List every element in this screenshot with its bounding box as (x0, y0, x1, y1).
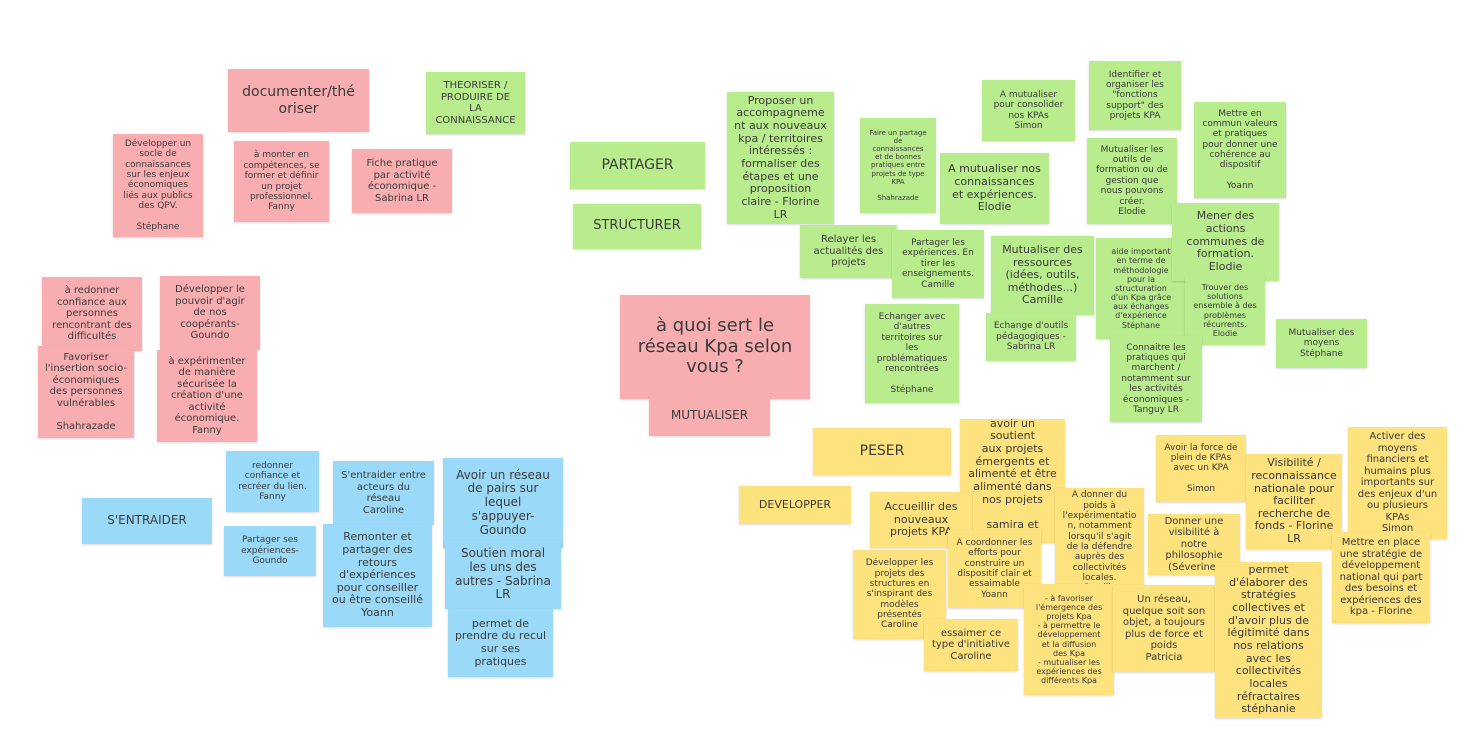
label-mutualiser[interactable]: MUTUALISER (649, 395, 770, 436)
label-developper[interactable]: DEVELOPPER (739, 486, 851, 524)
sticky-valeurs[interactable]: Mettre en commun valeurs et pratiques po… (1194, 102, 1286, 198)
sticky-philosophie[interactable]: Donner une visibilité à notre philosophi… (1148, 514, 1240, 575)
label-partager[interactable]: PARTAGER (570, 142, 705, 189)
sticky-echange-outils[interactable]: Echange d'outils pédagogiques - Sabrina … (986, 313, 1076, 361)
sticky-remonter[interactable]: Remonter et partager des retours d'expér… (323, 524, 432, 627)
sticky-partager-experiences[interactable]: Partager les expériences. En tirer les e… (892, 230, 984, 298)
sticky-outils[interactable]: Mutualiser les outils de formation ou de… (1087, 138, 1177, 224)
sticky-force[interactable]: Avoir la force de plein de KPAs avec un … (1156, 435, 1246, 502)
sticky-ressources[interactable]: Mutualiser des ressources (idées, outils… (991, 236, 1094, 315)
sticky-faire-partage[interactable]: Faire un partage de connaissances et de … (860, 118, 936, 213)
sticky-activer[interactable]: Activer des moyens financiers et humains… (1348, 427, 1447, 539)
sticky-aide[interactable]: aide important en terme de méthodologie … (1096, 238, 1186, 339)
sticky-proposer[interactable]: Proposer un accompagneme nt aux nouveaux… (727, 92, 834, 224)
sticky-connaissances[interactable]: A mutualiser nos connaissances et expéri… (940, 153, 1049, 224)
sticky-redonner-confiance[interactable]: à redonner confiance aux personnes renco… (42, 277, 142, 351)
sticky-formation[interactable]: Mener des actions communes de formation.… (1172, 203, 1279, 281)
sticky-competences[interactable]: à monter en compétences, se former et dé… (234, 141, 329, 222)
sticky-relayer[interactable]: Relayer les actualités des projets (800, 225, 897, 278)
sticky-poids[interactable]: A donner du poids à l'expérimentatio n, … (1055, 488, 1144, 596)
sticky-sentraider-acteurs[interactable]: S'entraider entre acteurs du réseau Caro… (333, 461, 434, 525)
sticky-theoriser[interactable]: THEORISER / PRODUIRE DE LA CONNAISSANCE (426, 72, 525, 134)
sticky-echanger[interactable]: Echanger avec d'autres territoires sur l… (865, 304, 959, 403)
sticky-essaimer[interactable]: essaimer ce type d'initiative Caroline (924, 619, 1018, 671)
label-structurer[interactable]: STRUCTURER (573, 204, 701, 249)
sticky-reseau[interactable]: Un réseau, quelque soit son objet, a tou… (1113, 585, 1215, 672)
sticky-redonner-lien[interactable]: redonner confiance et recréer du lien. F… (226, 451, 319, 512)
sticky-soutien-projets[interactable]: avoir un soutient aux projets émergents … (960, 419, 1065, 543)
sticky-socle[interactable]: Développer un socle de connaissances sur… (113, 134, 203, 237)
sticky-connaitre[interactable]: Connaitre les pratiques qui marchent / n… (1110, 336, 1202, 422)
sticky-moyens[interactable]: Mutualiser des moyens Stéphane (1276, 319, 1367, 368)
sticky-experimenter[interactable]: à expérimenter de manière sécurisée la c… (157, 350, 257, 442)
sticky-favoriser[interactable]: - à favoriser l'émergence des projets Kp… (1024, 584, 1114, 695)
sticky-pouvoir-agir[interactable]: Développer le pouvoir d'agir de nos coop… (160, 276, 260, 350)
sticky-partager-experiences-blue[interactable]: Partager ses expériences- Goundo (224, 526, 316, 576)
sticky-strategie[interactable]: Mettre en place une stratégie de dévelop… (1332, 532, 1430, 623)
sticky-pairs[interactable]: Avoir un réseau de pairs sur lequel s'ap… (443, 458, 563, 548)
sticky-recul[interactable]: permet de prendre du recul sur ses prati… (448, 609, 553, 677)
sticky-elaborer[interactable]: permet d'élaborer des stratégies collect… (1215, 562, 1322, 718)
sticky-solutions[interactable]: Trouver des solutions ensemble à des pro… (1185, 276, 1265, 345)
sticky-modeles[interactable]: Développer les projets des structures en… (853, 550, 946, 639)
sticky-visibilite[interactable]: Visibilité / reconnaissance nationale po… (1246, 454, 1342, 549)
sticky-insertion[interactable]: Favoriser l'insertion socio- économiques… (38, 346, 134, 438)
sticky-soutien[interactable]: Soutien moral les uns des autres - Sabri… (445, 540, 561, 609)
sticky-consolider[interactable]: A mutualiser pour consolider nos KPAs Si… (982, 80, 1075, 141)
central-question[interactable]: à quoi sert le réseau Kpa selon vous ? (620, 295, 810, 399)
sticky-documenter[interactable]: documenter/thé oriser (228, 69, 369, 132)
label-peser[interactable]: PESER (813, 428, 951, 475)
sticky-identifier[interactable]: Identifier et organiser les "fonctions s… (1089, 61, 1181, 130)
label-sentraider[interactable]: S'ENTRAIDER (82, 498, 212, 544)
sticky-fiche-pratique[interactable]: Fiche pratique par activité économique -… (352, 149, 452, 213)
